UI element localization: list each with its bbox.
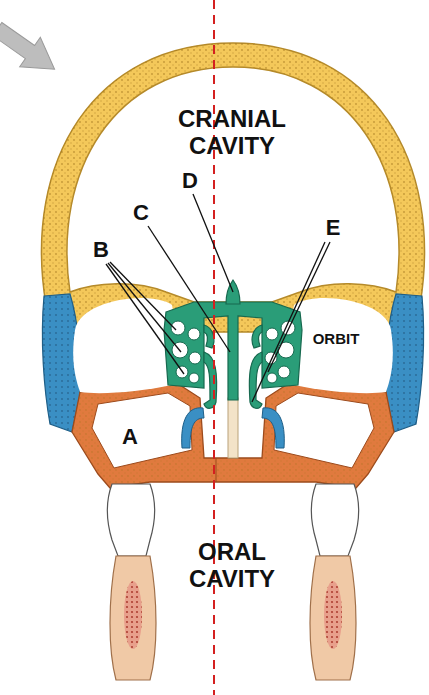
- air-cell: [189, 352, 201, 364]
- region-label: ORBIT: [313, 331, 360, 348]
- region-label: CRANIAL CAVITY: [157, 106, 307, 160]
- superior-concha: [204, 325, 214, 348]
- cranial-vault-texture: [41, 43, 424, 332]
- view-arrow-shape: [0, 14, 65, 84]
- bone-marrow: [124, 581, 142, 649]
- air-cell: [188, 328, 200, 340]
- callout-letter: C: [133, 201, 149, 226]
- leader-line: [148, 226, 230, 352]
- inferior-concha: [262, 408, 284, 448]
- inferior-concha: [182, 408, 204, 448]
- leader-line: [268, 242, 330, 372]
- tooth: [108, 484, 155, 556]
- bone-marrow: [324, 581, 342, 649]
- orbit-cavity: [288, 298, 393, 393]
- ethmoid-air-cells: [171, 321, 295, 383]
- air-cell: [267, 373, 277, 383]
- bone-marrow-texture: [124, 581, 142, 649]
- orbit-cavity: [73, 298, 178, 393]
- air-cell: [189, 373, 199, 383]
- callout-letter: B: [93, 238, 109, 263]
- callout-letter: A: [122, 425, 138, 450]
- leader-line: [108, 263, 181, 352]
- leader-lines: [106, 194, 330, 402]
- air-cell: [278, 342, 294, 358]
- callout-letter: D: [182, 169, 198, 194]
- mandible-section: [110, 556, 156, 680]
- maxillary-sinus: [92, 393, 192, 468]
- leader-line: [110, 262, 176, 330]
- leader-line: [252, 242, 325, 402]
- palatine-suture: [216, 458, 217, 482]
- maxillary-sinus: [274, 393, 374, 468]
- callout-letter: E: [326, 216, 341, 241]
- mandible-section: [310, 556, 356, 680]
- region-label: ORAL CAVITY: [157, 539, 307, 593]
- superior-concha: [252, 325, 262, 348]
- cranial-cavity: [67, 67, 399, 302]
- leader-line: [193, 194, 233, 292]
- leader-line: [106, 264, 184, 374]
- nasal-septum: [228, 398, 238, 458]
- bone-marrow-texture: [324, 581, 342, 649]
- view-arrow: [0, 14, 65, 84]
- ethmoid-body: [164, 302, 302, 400]
- middle-concha: [249, 352, 262, 408]
- cranial-vault: [41, 43, 424, 332]
- air-cell: [266, 328, 278, 340]
- air-cell: [171, 321, 185, 335]
- tooth: [312, 484, 359, 556]
- air-cell: [278, 366, 290, 378]
